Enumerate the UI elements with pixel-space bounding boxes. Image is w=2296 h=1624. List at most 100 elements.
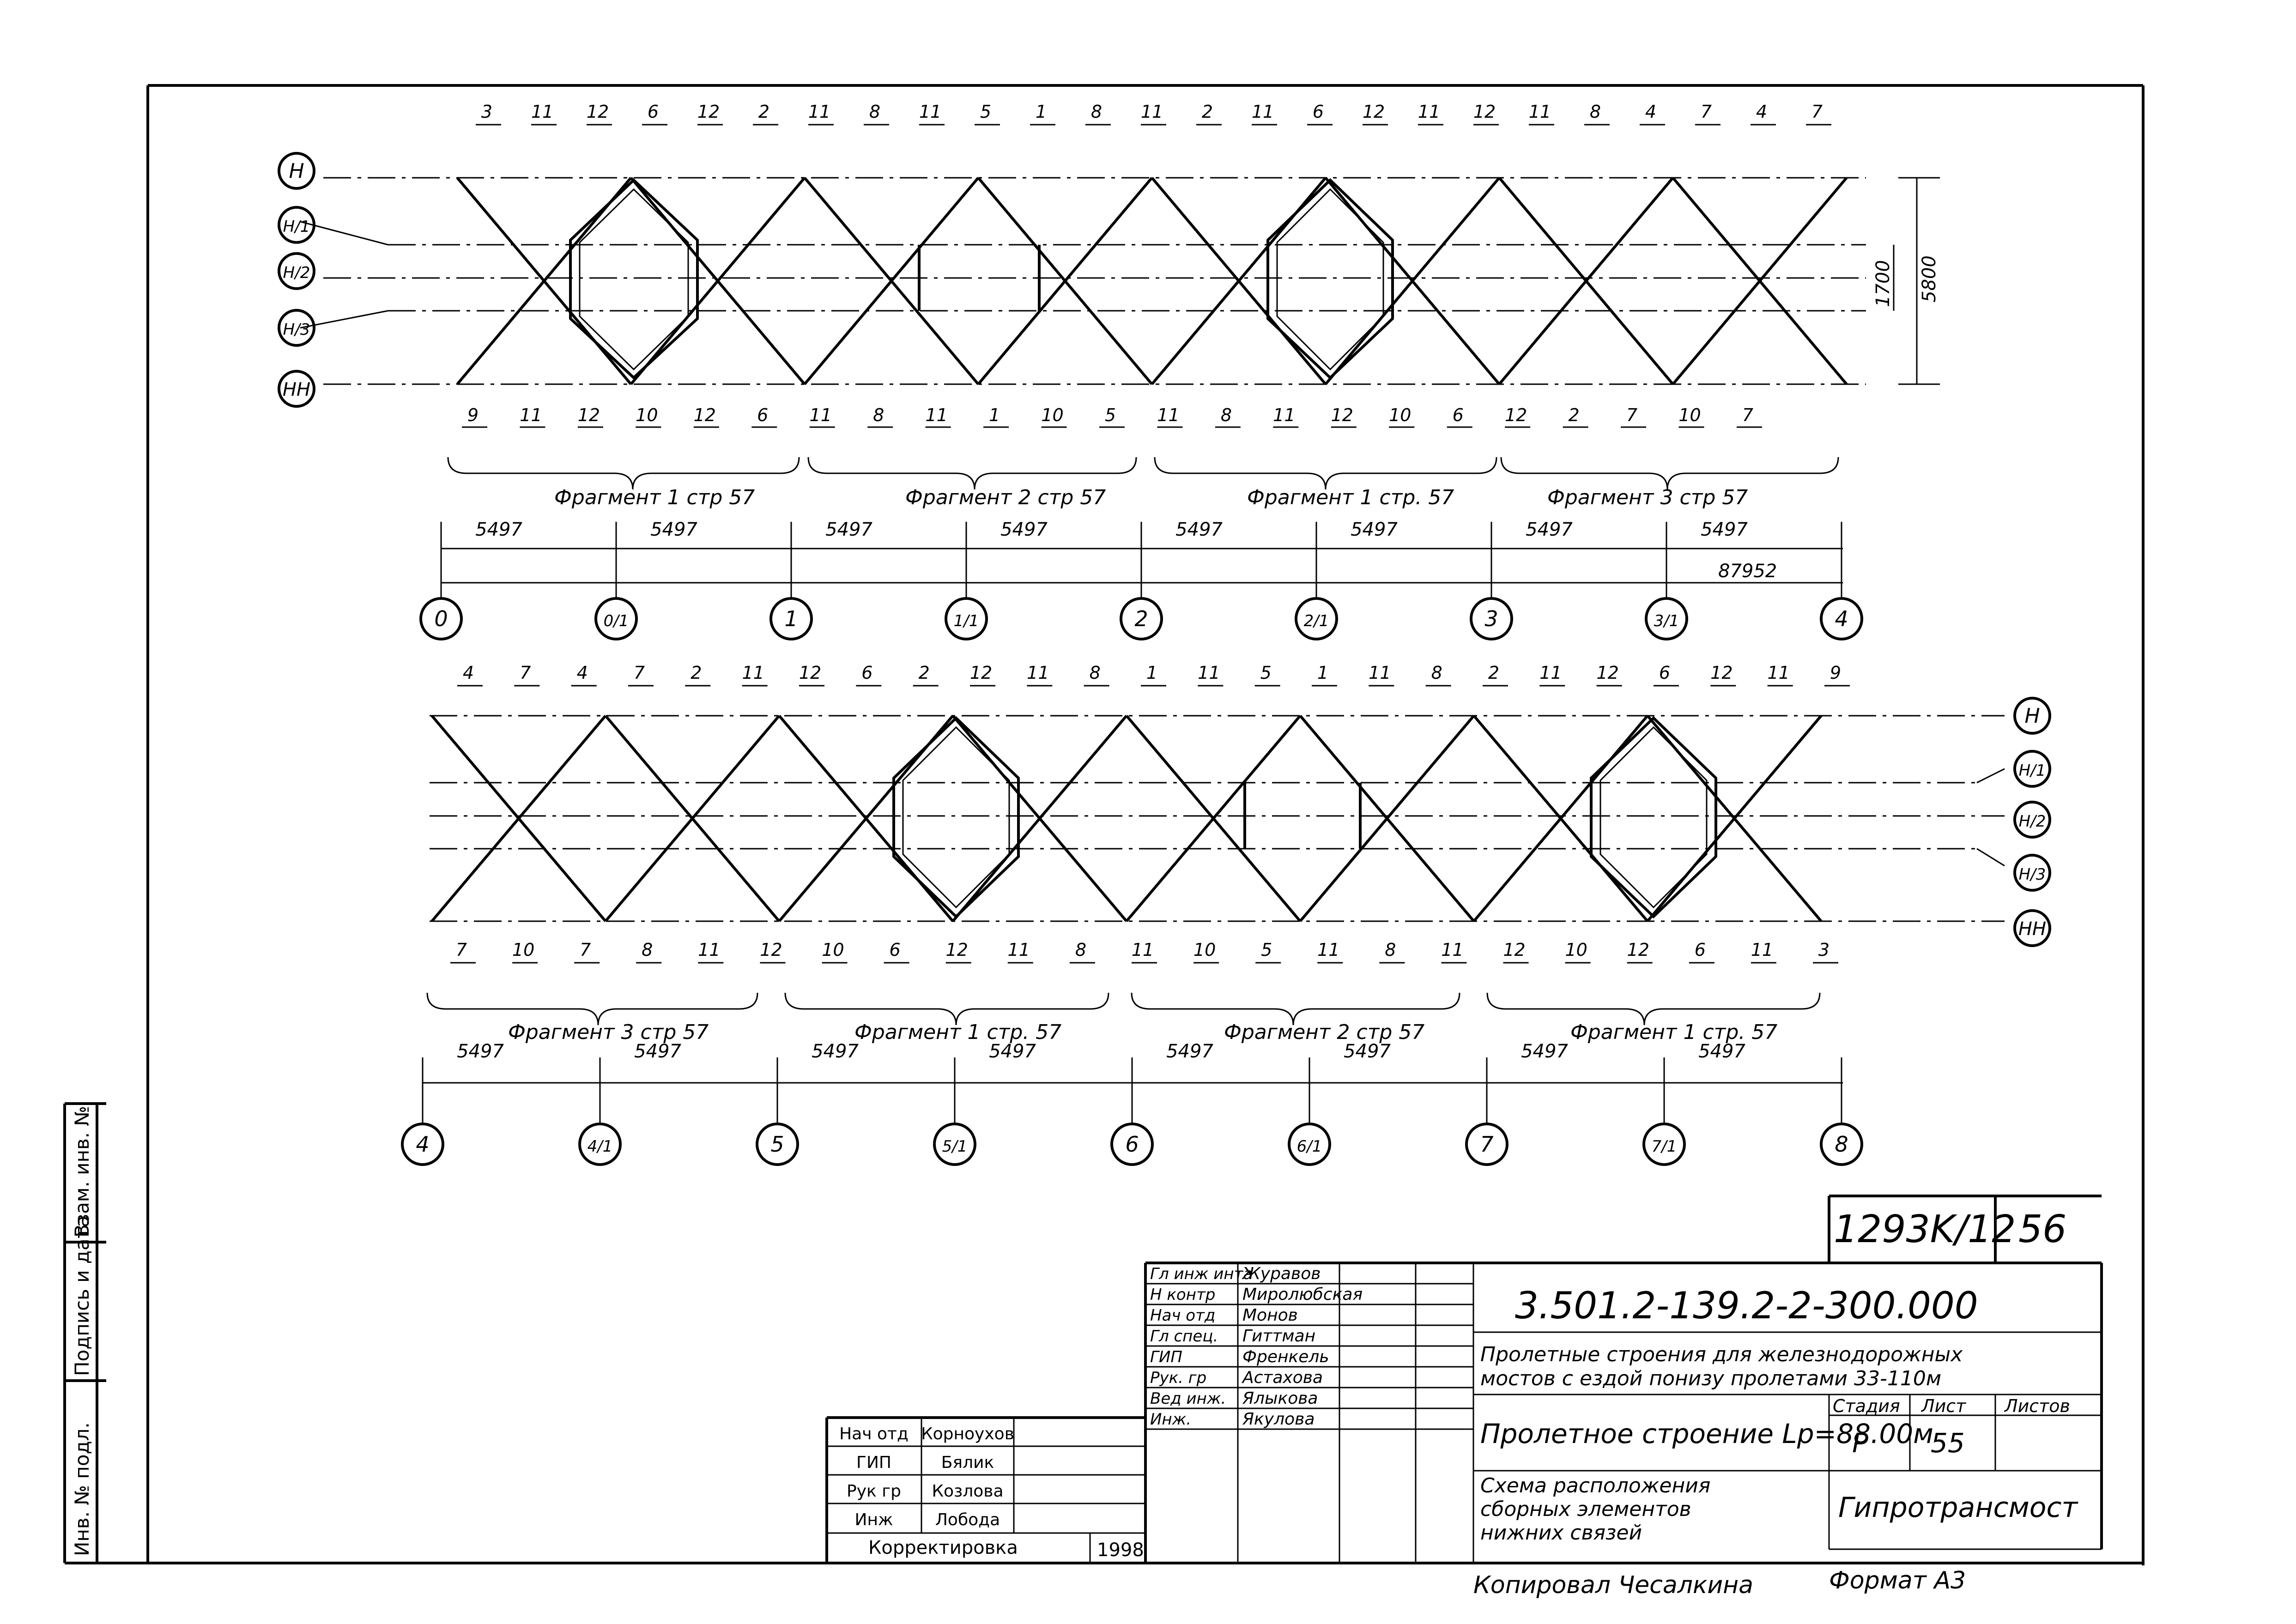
bottom-fragments: Фрагмент 3 стр 57 Фрагмент 1 стр. 57 Фра… xyxy=(426,992,1821,1044)
top-upper-mark: 8 xyxy=(1584,102,1610,126)
bottom-lower-mark-label: 12 xyxy=(946,940,968,960)
sheets-header: Листов xyxy=(2004,1396,2070,1416)
top-upper-mark: 11 xyxy=(1529,102,1554,126)
top-lower-mark-label: 10 xyxy=(1041,405,1063,425)
revision-role: Нач отд xyxy=(839,1425,909,1443)
bottom-upper-mark: 4 xyxy=(457,663,483,687)
revision-name: Козлова xyxy=(932,1482,1003,1501)
bottom-lower-mark-label: 6 xyxy=(890,940,901,960)
svg-text:Н/2: Н/2 xyxy=(2019,812,2046,831)
revision-name: Лобода xyxy=(935,1510,1000,1529)
bottom-fragment-2: Фрагмент 1 стр. 57 xyxy=(854,1020,1061,1044)
bottom-fragment-4: Фрагмент 1 стр. 57 xyxy=(1570,1020,1777,1044)
bottom-lower-mark: 11 xyxy=(1441,940,1467,964)
signature-row: Гл спец.Гиттман xyxy=(1150,1327,1315,1346)
bottom-upper-mark: 8 xyxy=(1425,663,1451,687)
bottom-upper-mark: 9 xyxy=(1824,663,1850,687)
top-lower-mark-label: 10 xyxy=(1389,405,1411,425)
top-lower-mark-label: 11 xyxy=(520,405,542,425)
top-lower-mark: 5 xyxy=(1099,405,1125,428)
top-axis-2: 1 xyxy=(769,597,813,640)
top-tier-H1: Н/1 xyxy=(278,206,315,244)
bottom-lower-mark-label: 7 xyxy=(456,940,467,960)
top-upper-mark: 11 xyxy=(1141,102,1166,126)
top-upper-mark-label: 8 xyxy=(1590,102,1601,122)
bottom-lower-mark-label: 12 xyxy=(760,940,782,960)
top-total-dim: 87952 xyxy=(1718,561,1777,582)
bottom-fragment-1: Фрагмент 3 стр 57 xyxy=(508,1020,709,1044)
bottom-upper-mark: 2 xyxy=(1483,663,1508,687)
top-lower-mark-label: 1 xyxy=(989,405,1000,425)
top-upper-mark: 2 xyxy=(1196,102,1222,126)
signature-name: Ялыкова xyxy=(1242,1389,1318,1408)
bracing-diagonal xyxy=(430,715,607,922)
top-upper-mark-label: 2 xyxy=(758,102,769,122)
bottom-upper-mark: 8 xyxy=(1084,663,1109,687)
bottom-panel-dim: 5497 xyxy=(1344,1041,1391,1062)
top-panel-dim: 5497 xyxy=(650,519,697,540)
bottom-upper-mark-label: 12 xyxy=(799,663,821,683)
bracing-diagonal xyxy=(1324,177,1501,385)
top-fragments: Фрагмент 1 стр 57 Фрагмент 2 стр 57 Фраг… xyxy=(447,457,1839,509)
document-code: 1293K/12 xyxy=(1834,1207,2016,1251)
svg-text:НН: НН xyxy=(283,379,310,400)
bottom-lower-mark: 8 xyxy=(1069,940,1095,964)
top-upper-mark: 2 xyxy=(753,102,778,126)
bottom-upper-mark-label: 4 xyxy=(577,663,588,683)
bottom-axis-label: 6/1 xyxy=(1297,1137,1322,1156)
bottom-tier-H: Н xyxy=(2013,697,2051,735)
top-fragment-3: Фрагмент 1 стр. 57 xyxy=(1247,486,1454,509)
top-axis-label: 2 xyxy=(1134,606,1148,631)
top-lower-mark-label: 12 xyxy=(578,405,600,425)
bottom-lower-mark-label: 8 xyxy=(642,940,653,960)
top-axis-label: 3 xyxy=(1484,606,1498,631)
bottom-upper-mark: 11 xyxy=(1539,663,1565,687)
top-lower-mark: 2 xyxy=(1563,405,1588,428)
top-lower-mark-label: 10 xyxy=(636,405,658,425)
top-lower-mark: 12 xyxy=(1331,405,1357,428)
bottom-panel-dim: 5497 xyxy=(634,1041,681,1062)
bottom-panel-dim: 5497 xyxy=(812,1041,859,1062)
series-title-line-2: мостов с ездой понизу пролетами 33-110м xyxy=(1480,1367,1941,1390)
top-fragment-4: Фрагмент 3 стр 57 xyxy=(1547,486,1748,509)
bottom-axis-label: 5/1 xyxy=(942,1137,968,1156)
bottom-diamond-1 xyxy=(892,716,1020,919)
top-panel-dim: 5497 xyxy=(825,519,872,540)
bottom-panel-dim: 5497 xyxy=(1698,1041,1745,1062)
top-upper-mark-label: 12 xyxy=(697,102,720,122)
bottom-tier-HH: НН xyxy=(2013,909,2051,947)
top-lower-mark: 12 xyxy=(694,405,719,428)
bottom-axis-label: 5 xyxy=(770,1132,784,1157)
top-lower-mark-label: 10 xyxy=(1678,405,1701,425)
sheet-title-line-2: сборных элементов xyxy=(1480,1497,1691,1521)
bottom-lower-mark-label: 11 xyxy=(698,940,720,960)
sheet-title-line-1: Схема расположения xyxy=(1480,1474,1710,1497)
bottom-lower-mark-label: 10 xyxy=(1193,940,1216,960)
signature-role: Гл спец. xyxy=(1150,1327,1218,1346)
bottom-lower-mark-label: 10 xyxy=(512,940,534,960)
svg-text:Н/3: Н/3 xyxy=(2019,865,2046,884)
top-tier-HH: НН xyxy=(278,370,315,408)
bottom-tier-H3: Н/3 xyxy=(2013,854,2051,892)
top-lower-mark-label: 6 xyxy=(1453,405,1464,425)
top-axis-5: 2/1 xyxy=(1295,597,1338,640)
signature-name: Якулова xyxy=(1242,1410,1315,1429)
bottom-upper-mark-label: 11 xyxy=(1369,663,1391,683)
top-scheme: 1700 5800 xyxy=(300,177,1940,385)
bottom-axis-0: 4 xyxy=(401,1123,444,1166)
bottom-fragment-3: Фрагмент 2 стр 57 xyxy=(1224,1020,1424,1044)
bottom-upper-mark: 1 xyxy=(1312,663,1337,687)
svg-text:Н: Н xyxy=(289,159,304,183)
top-axis-0: 0 xyxy=(419,597,463,640)
bottom-lower-mark: 3 xyxy=(1813,940,1838,964)
top-lower-mark-label: 7 xyxy=(1742,405,1753,425)
bottom-upper-mark: 11 xyxy=(1767,663,1793,687)
